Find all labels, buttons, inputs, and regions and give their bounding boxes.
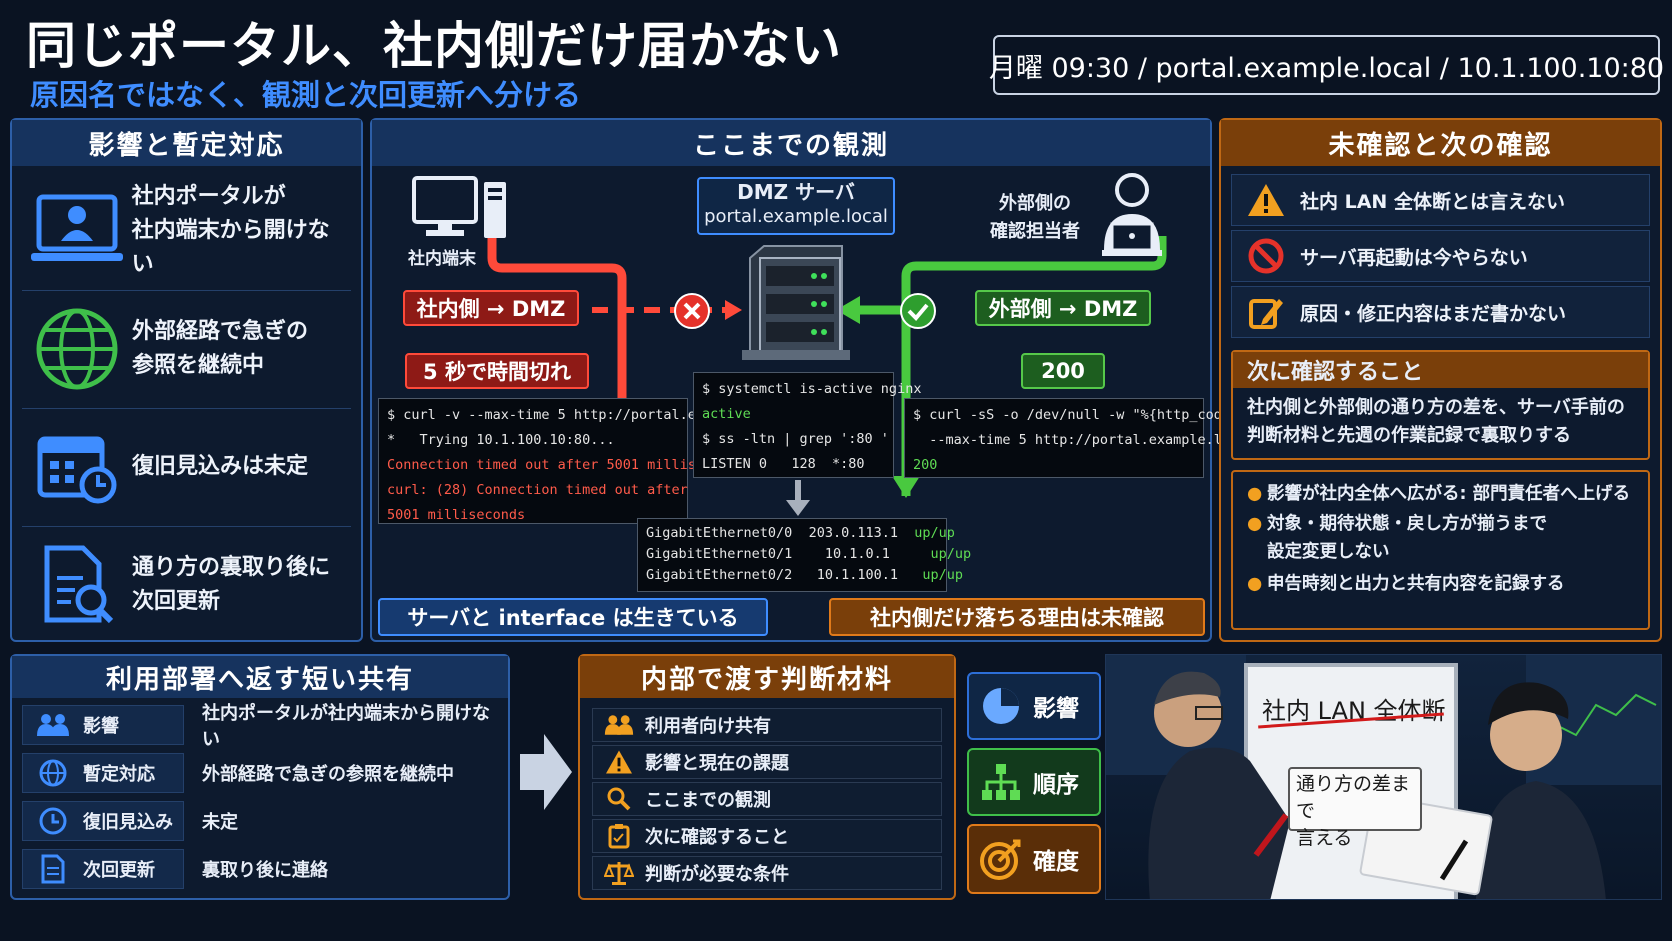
list-item: 社内ポータルが 社内端末から開けない — [22, 172, 351, 291]
target-icon — [969, 837, 1033, 881]
impact-card: 影響 — [967, 672, 1101, 740]
status-box: 月曜 09:30 / portal.example.local / 10.1.1… — [989, 35, 1664, 95]
list-item: 外部経路で急ぎの 参照を継続中 — [22, 290, 351, 409]
list-item: 判断が必要な条件 — [592, 856, 942, 890]
external-to-dmz-tag: 外部側 → DMZ — [975, 290, 1151, 326]
interface-row: GigabitEthernet0/1 10.1.0.1 up/up — [646, 546, 972, 562]
unconfirmed-panel-title: 未確認と次の確認 — [1221, 120, 1660, 166]
clock-icon — [23, 806, 83, 836]
confidence-card: 確度 — [967, 824, 1101, 894]
timeout-tag: 5 秒で時間切れ — [405, 353, 589, 389]
server-icon — [740, 244, 852, 366]
order-card: 順序 — [967, 748, 1101, 816]
internal-pc-label: 社内端末 — [408, 249, 476, 269]
external-curl-terminal: $ curl -sS -o /dev/null -w "%{http_code}… — [904, 398, 1263, 478]
list-item: 次に確認すること — [592, 819, 942, 853]
laptop-user-icon — [22, 191, 132, 271]
page-subtitle: 原因名ではなく、観測と次回更新へ分ける — [30, 78, 582, 112]
internal-curl-terminal: $ curl -v --max-time 5 http://portal.exa… — [378, 398, 802, 524]
bullet-item: ●対象・期待状態・戻し方が揃うまで 設定変更しない — [1247, 514, 1547, 562]
dmz-server-label-box: DMZ サーバ portal.example.local — [697, 177, 895, 235]
handover-panel: 内部で渡す判断材料 利用者向け共有 影響と現在の課題 ここまでの観測 次に確認す… — [578, 654, 956, 900]
handover-panel-title: 内部で渡す判断材料 — [580, 656, 954, 698]
unconfirmed-panel: 未確認と次の確認 社内 LAN 全体断とは言えない サーバ再起動は今やらない 原… — [1219, 118, 1662, 642]
next-check-text: 社内側と外部側の通り方の差を、サーバ手前の 判断材料と先週の作業記録で裏取りする — [1247, 397, 1625, 446]
next-check-box: 次に確認すること 社内側と外部側の通り方の差を、サーバ手前の 判断材料と先週の作… — [1231, 350, 1650, 460]
globe-icon — [22, 306, 132, 392]
document-icon — [23, 854, 83, 884]
whiteboard-note: 通り方の差まで 言える — [1288, 767, 1422, 849]
bullet-item: ●申告時刻と出力と共有内容を記録する — [1247, 574, 1565, 594]
warning-icon — [1232, 182, 1300, 218]
share-panel-title: 利用部署へ返す短い共有 — [12, 656, 508, 698]
pie-chart-icon — [969, 685, 1033, 727]
interface-row: GigabitEthernet0/2 10.1.100.1 up/up — [646, 567, 964, 583]
edit-icon — [1232, 293, 1300, 331]
list-item: 影響と現在の課題 — [592, 745, 942, 779]
table-row: 暫定対応 外部経路で急ぎの参照を継続中 — [22, 752, 498, 794]
document-search-icon — [22, 544, 132, 626]
globe-icon — [23, 758, 83, 788]
list-item: 利用者向け共有 — [592, 708, 942, 742]
interface-row: GigabitEthernet0/0 203.0.113.1 up/up — [646, 525, 955, 541]
bullet-item: ●影響が社内全体へ広がる: 部門責任者へ上げる — [1247, 484, 1631, 504]
list-item: 復旧見込みは未定 — [22, 408, 351, 527]
discussion-illustration: 社内 LAN 全体断 通り方の差まで 言える — [1105, 654, 1662, 900]
http-status-tag: 200 — [1021, 353, 1105, 389]
external-person-label: 外部側の 確認担当者 — [990, 193, 1080, 242]
hierarchy-icon — [969, 762, 1033, 802]
page-title: 同じポータル、社内側だけ届かない — [26, 17, 842, 75]
list-item: 原因・修正内容はまだ書かない — [1231, 286, 1650, 338]
clipboard-icon — [593, 823, 645, 849]
users-icon — [593, 713, 645, 737]
ok-check-icon — [899, 292, 937, 334]
warning-icon — [593, 749, 645, 775]
person-laptop-icon — [1100, 172, 1164, 262]
calendar-clock-icon — [22, 427, 132, 507]
impact-panel-title: 影響と暫定対応 — [12, 120, 361, 166]
prohibited-icon — [1232, 237, 1300, 275]
table-row: 復旧見込み 未定 — [22, 800, 498, 842]
scale-icon — [593, 860, 645, 886]
list-item: 社内 LAN 全体断とは言えない — [1231, 174, 1650, 226]
impact-panel: 影響と暫定対応 社内ポータルが 社内端末から開けない 外部経路で急ぎの 参照を継… — [10, 118, 363, 642]
right-arrow-icon — [518, 730, 574, 818]
users-icon — [23, 712, 83, 738]
conclusion-ok-badge: サーバと interface は生きている — [378, 598, 768, 636]
internal-pc-icon — [410, 176, 510, 244]
internal-to-dmz-tag: 社内側 → DMZ — [403, 290, 579, 326]
conclusion-unknown-badge: 社内側だけ落ちる理由は未確認 — [829, 598, 1205, 636]
share-panel: 利用部署へ返す短い共有 影響 社内ポータルが社内端末から開けない 暫定対応 外部… — [10, 654, 510, 900]
table-row: 次回更新 裏取り後に連絡 — [22, 848, 498, 890]
next-check-bullets: ●影響が社内全体へ広がる: 部門責任者へ上げる ●対象・期待状態・戻し方が揃うま… — [1231, 470, 1650, 630]
list-item: 通り方の裏取り後に 次回更新 — [22, 526, 351, 644]
list-item: サーバ再起動は今やらない — [1231, 230, 1650, 282]
observation-panel-title: ここまでの観測 — [372, 120, 1210, 166]
table-row: 影響 社内ポータルが社内端末から開けない — [22, 703, 498, 750]
next-check-title: 次に確認すること — [1233, 352, 1648, 388]
list-item: ここまでの観測 — [592, 782, 942, 816]
fail-x-icon — [673, 292, 711, 334]
search-icon — [593, 786, 645, 812]
